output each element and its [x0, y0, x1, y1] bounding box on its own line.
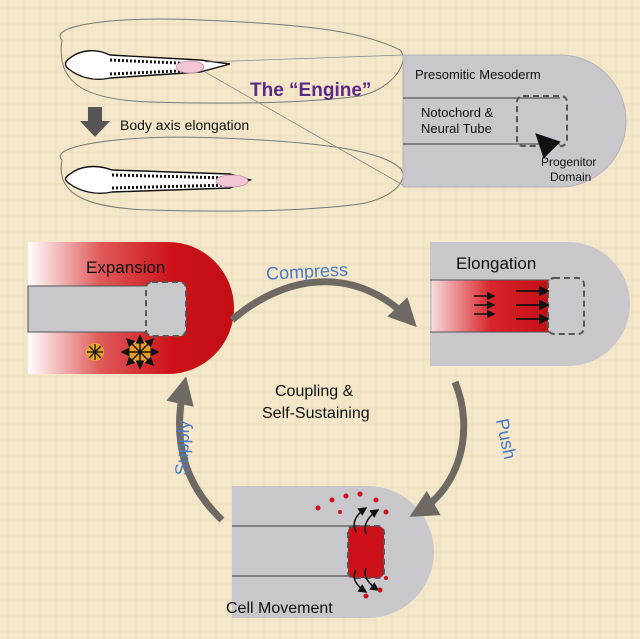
notochord-label-line1: Notochord & — [421, 105, 494, 120]
embryo-caption: Body axis elongation — [120, 117, 249, 133]
compress-label: Compress — [266, 259, 349, 283]
cell-movement-label: Cell Movement — [226, 600, 333, 617]
large-push-arrows-icon — [516, 285, 550, 325]
center-label-line1: Coupling & — [275, 383, 354, 400]
large-expansion-starburst-icon — [120, 334, 160, 370]
small-push-arrows-icon — [474, 291, 496, 319]
zoom-panel: Presomitic Mesoderm Notochord & Neural T… — [402, 54, 627, 188]
progenitor-label-line2: Domain — [550, 170, 591, 184]
embryo-tail-highlight — [175, 60, 205, 74]
cell-escape-arrows-icon — [353, 507, 380, 593]
psm-label: Presomitic Mesoderm — [415, 67, 541, 82]
progenitor-label-line1: Progenitor — [541, 155, 596, 169]
push-cycle-arrow — [409, 380, 468, 517]
embryo-tail-highlight — [215, 174, 249, 188]
zoom-connector-bottom — [204, 71, 404, 186]
elongation-panel: Elongation — [430, 242, 630, 366]
elongation-down-arrow — [80, 107, 110, 137]
progenitor-domain-box — [145, 281, 187, 337]
elongation-label: Elongation — [456, 254, 536, 273]
supply-label: Supply — [172, 420, 194, 476]
expansion-panel: Expansion — [27, 242, 234, 374]
expansion-label: Expansion — [86, 258, 165, 277]
zoom-connector-top — [204, 54, 404, 63]
compress-cycle-arrow — [229, 278, 417, 328]
cell-fragments-icon — [315, 491, 389, 599]
center-label-line2: Self-Sustaining — [262, 405, 370, 422]
notochord-label-line2: Neural Tube — [421, 121, 492, 136]
engine-title: The “Engine” — [250, 80, 371, 101]
embryo-top — [59, 18, 404, 104]
cell-movement-panel: Cell Movement — [226, 486, 434, 618]
embryo-bottom — [59, 136, 404, 212]
progenitor-pointer-arrow — [535, 133, 561, 159]
supply-cycle-arrow — [166, 376, 225, 523]
progenitor-domain-box — [547, 277, 585, 335]
small-expansion-starburst-icon — [86, 343, 104, 361]
